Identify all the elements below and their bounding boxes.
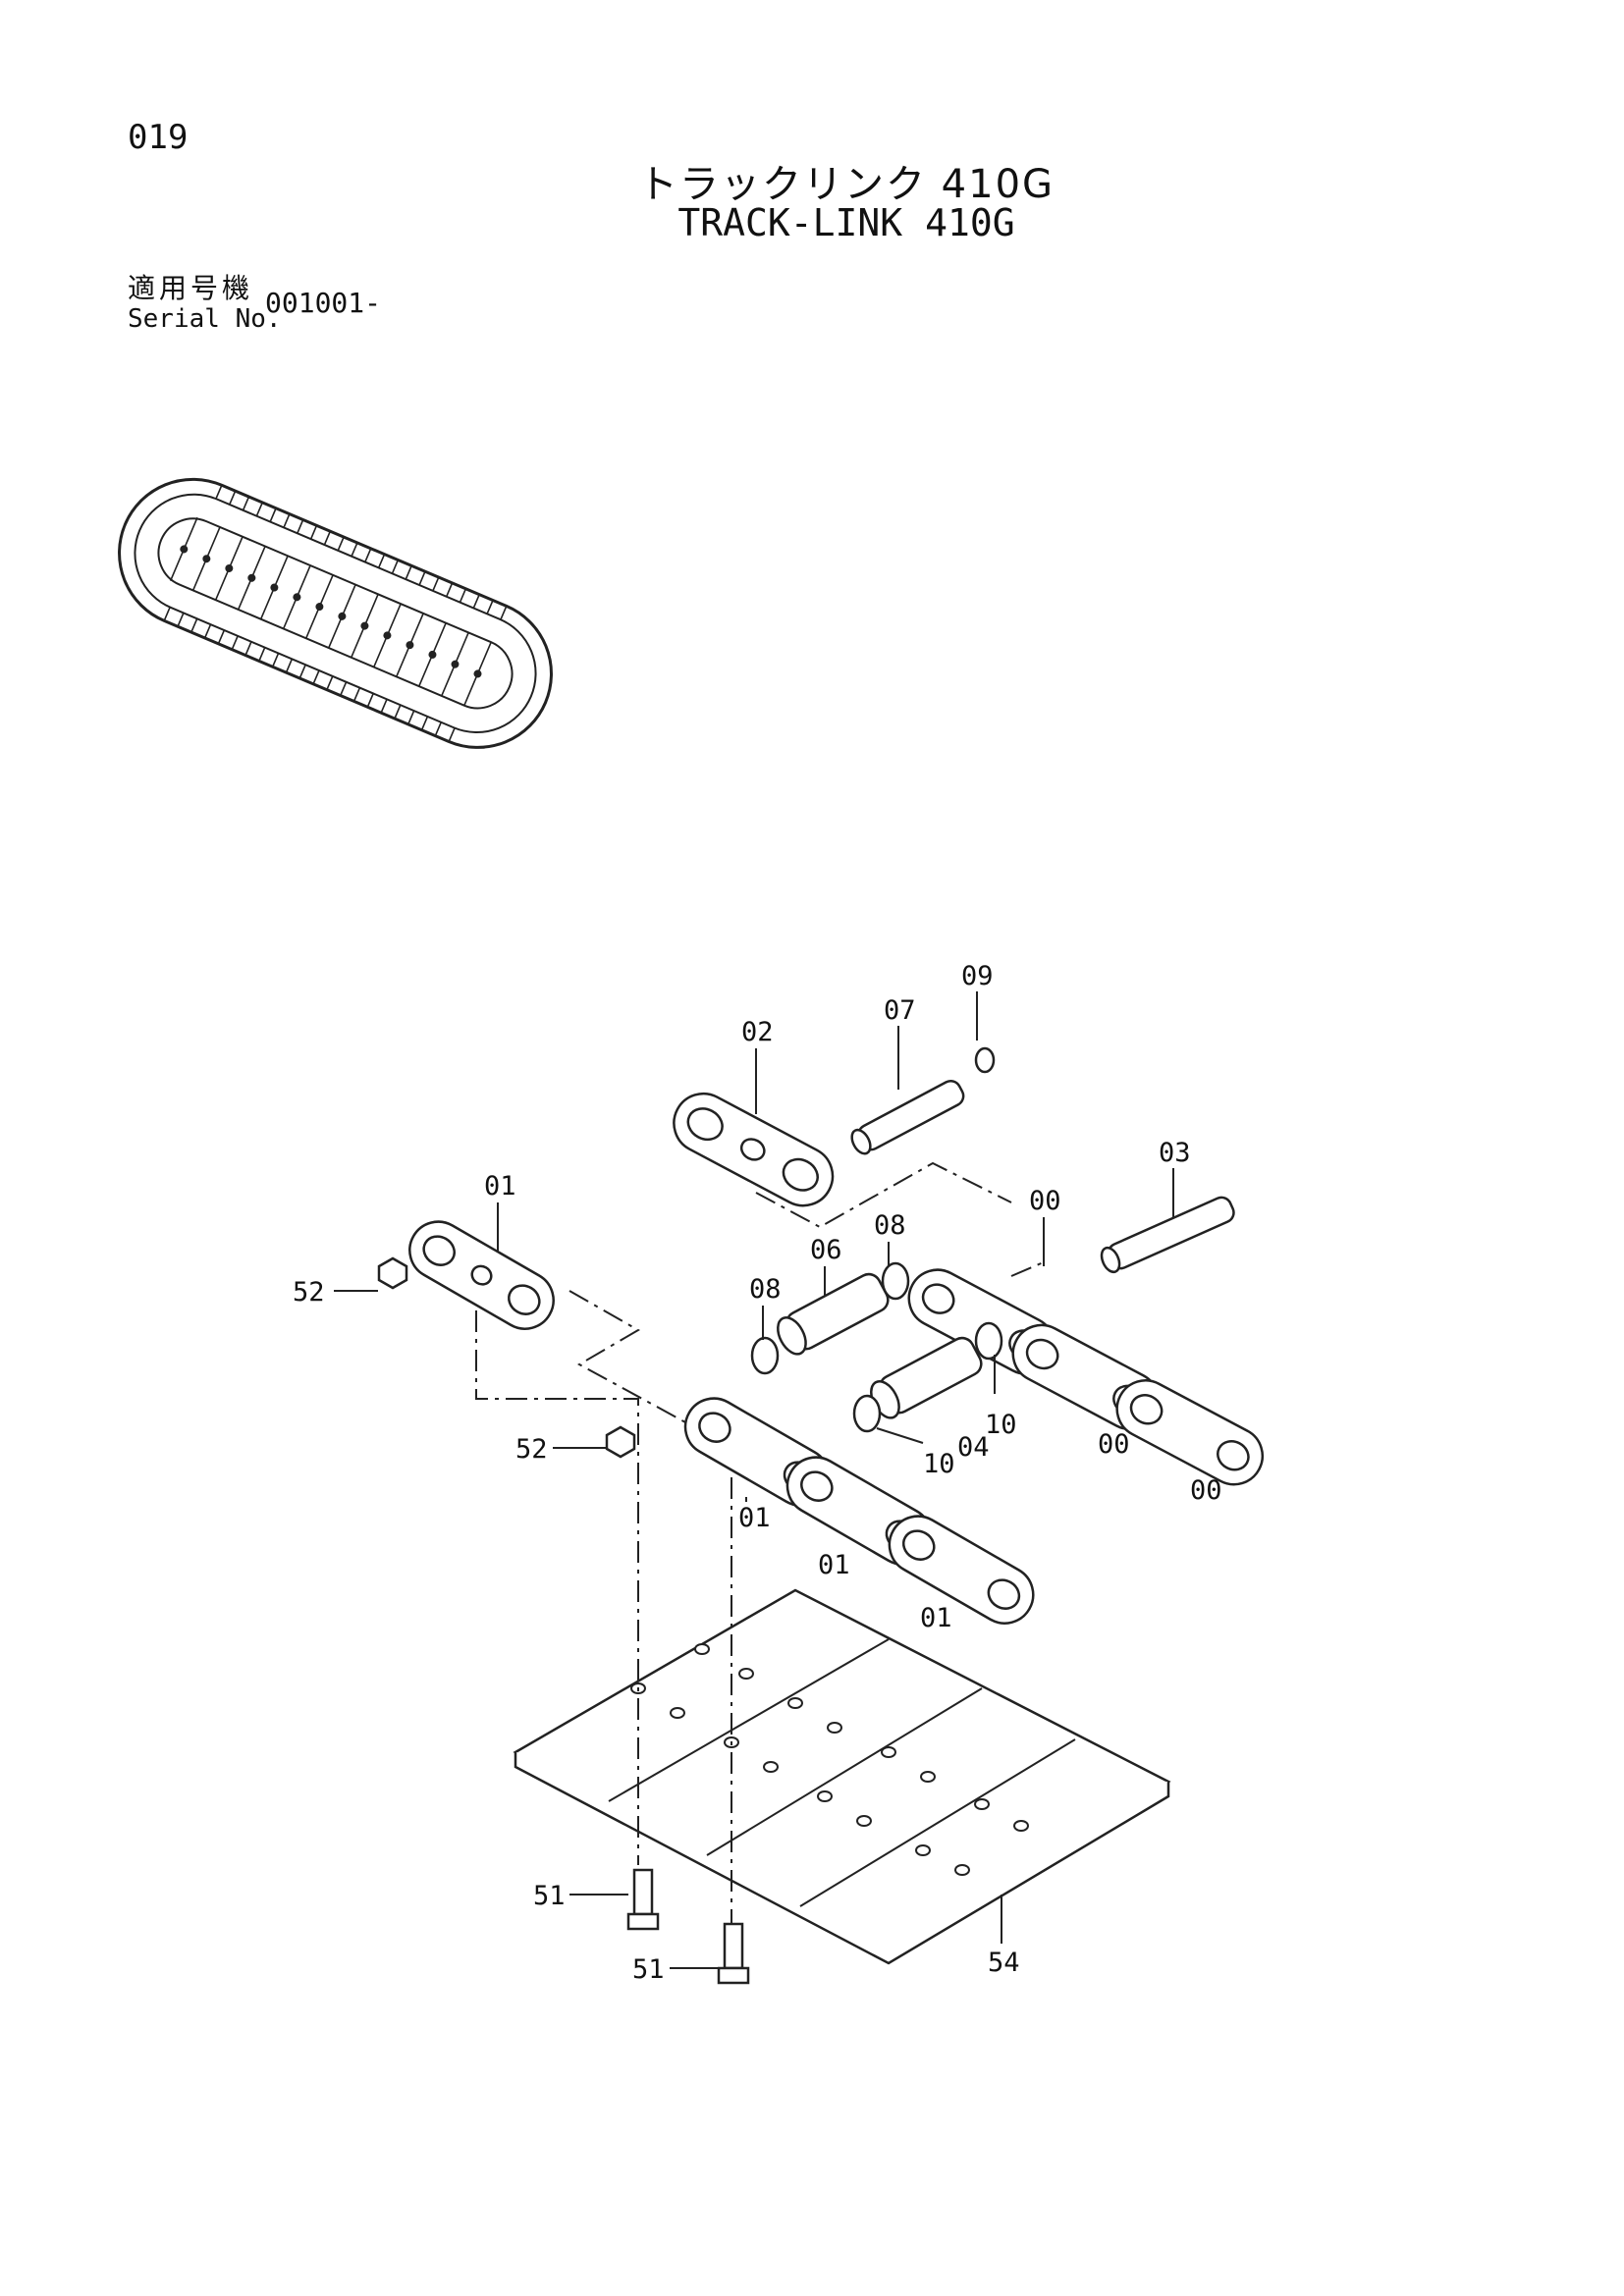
nut-52-lower [605, 1425, 636, 1459]
callout-54: 54 [988, 1948, 1020, 1978]
nut-52-upper [377, 1256, 408, 1290]
link-01-left [408, 1220, 555, 1330]
callout-01-lower-a: 01 [738, 1503, 771, 1533]
track-assembly-illustration [118, 477, 553, 749]
bushing-06 [777, 1272, 890, 1356]
bolts-and-nuts [377, 1256, 750, 1985]
callout-09: 09 [961, 961, 994, 991]
callout-07: 07 [884, 995, 916, 1026]
callout-00-right: 00 [1190, 1475, 1222, 1506]
serial-label-english: Serial No. [128, 304, 282, 334]
callout-04: 04 [957, 1432, 990, 1463]
callout-51-right: 51 [632, 1954, 665, 1985]
callout-labels: 02 07 09 01 03 00 08 06 08 52 52 10 04 1… [293, 961, 1222, 1985]
serial-number-value: 001001- [265, 287, 382, 319]
bolt-51-left [626, 1868, 660, 1931]
page-number: 019 [128, 118, 189, 157]
seal-10-left [852, 1394, 882, 1433]
callout-01-lower-c: 01 [920, 1603, 952, 1633]
callout-10-right: 10 [985, 1410, 1017, 1440]
callout-01-lower-b: 01 [818, 1550, 850, 1580]
callout-08-lower: 08 [749, 1274, 782, 1305]
snap-ring-09 [974, 1046, 996, 1074]
track-shoe-plate [513, 1588, 1171, 1965]
serial-label-japanese: 適用号機 [128, 272, 254, 304]
callout-52-upper: 52 [293, 1277, 325, 1308]
callout-01-top: 01 [484, 1171, 516, 1201]
callout-51-left: 51 [533, 1881, 566, 1911]
pins-and-bushings [750, 1046, 1235, 1433]
callout-00-top: 00 [1029, 1186, 1061, 1216]
callout-08-upper: 08 [874, 1210, 906, 1241]
callout-leader-lines [334, 991, 1174, 1969]
link-chain-01 [683, 1397, 1035, 1625]
pin-07 [850, 1079, 965, 1155]
link-02 [673, 1092, 835, 1207]
callout-52-lower: 52 [515, 1434, 548, 1465]
seal-10-right [974, 1321, 1003, 1361]
bolt-51-right [717, 1922, 750, 1985]
track-links-group [408, 1092, 1265, 1625]
page-title-japanese: トラックリンク 410G [637, 162, 1056, 207]
callout-00-mid: 00 [1098, 1429, 1130, 1460]
callout-10-left: 10 [923, 1449, 955, 1479]
callout-06: 06 [810, 1235, 842, 1265]
seal-08-upper [881, 1261, 910, 1301]
callout-03: 03 [1159, 1138, 1191, 1168]
page-title-english: TRACK-LINK 410G [677, 201, 1015, 244]
assembly-guide-lines [475, 1161, 1047, 1924]
seal-08-lower [750, 1336, 780, 1375]
bushing-04 [870, 1336, 983, 1419]
pin-03 [1100, 1196, 1235, 1274]
link-chain-00 [907, 1268, 1265, 1486]
callout-02: 02 [741, 1017, 774, 1047]
